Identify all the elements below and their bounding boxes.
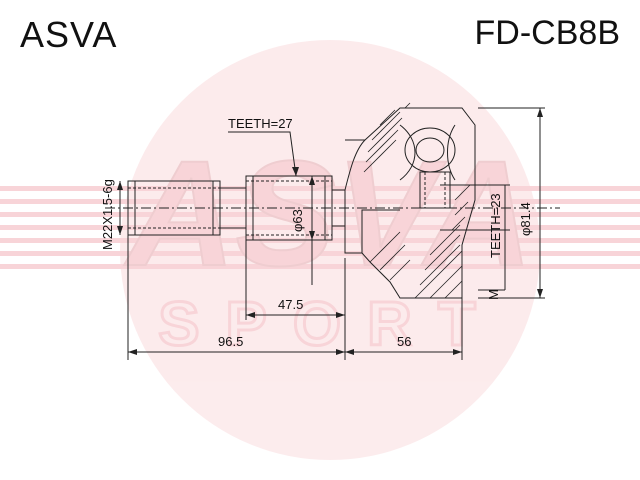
housing-diameter-label: φ81.4 bbox=[518, 202, 533, 236]
brand-name: ASVA bbox=[20, 14, 118, 55]
threaded-end bbox=[127, 180, 221, 236]
part-number: FD-CB8B bbox=[474, 14, 620, 52]
marker-label: M bbox=[486, 289, 501, 300]
inner-teeth-label: TEETH=23 bbox=[488, 193, 503, 258]
watermark-logo: ASVA SPORT bbox=[0, 40, 640, 460]
spline-stub bbox=[245, 175, 333, 241]
watermark-sub-text: SPORT bbox=[158, 290, 502, 359]
housing-length-label: 56 bbox=[397, 334, 411, 349]
thread-label: M22X1.5-6g bbox=[100, 179, 115, 250]
outer-teeth-leader bbox=[228, 131, 297, 177]
outer-teeth-label: TEETH=27 bbox=[228, 116, 293, 131]
dimension-arrows bbox=[117, 108, 543, 355]
outer-diameter-label: φ63 bbox=[290, 209, 305, 232]
housing-hatch bbox=[363, 102, 471, 299]
stub-length-label: 47.5 bbox=[278, 297, 303, 312]
watermark-text: ASVA bbox=[123, 129, 533, 297]
total-length-label: 96.5 bbox=[218, 334, 243, 349]
watermark-circle bbox=[120, 40, 540, 460]
